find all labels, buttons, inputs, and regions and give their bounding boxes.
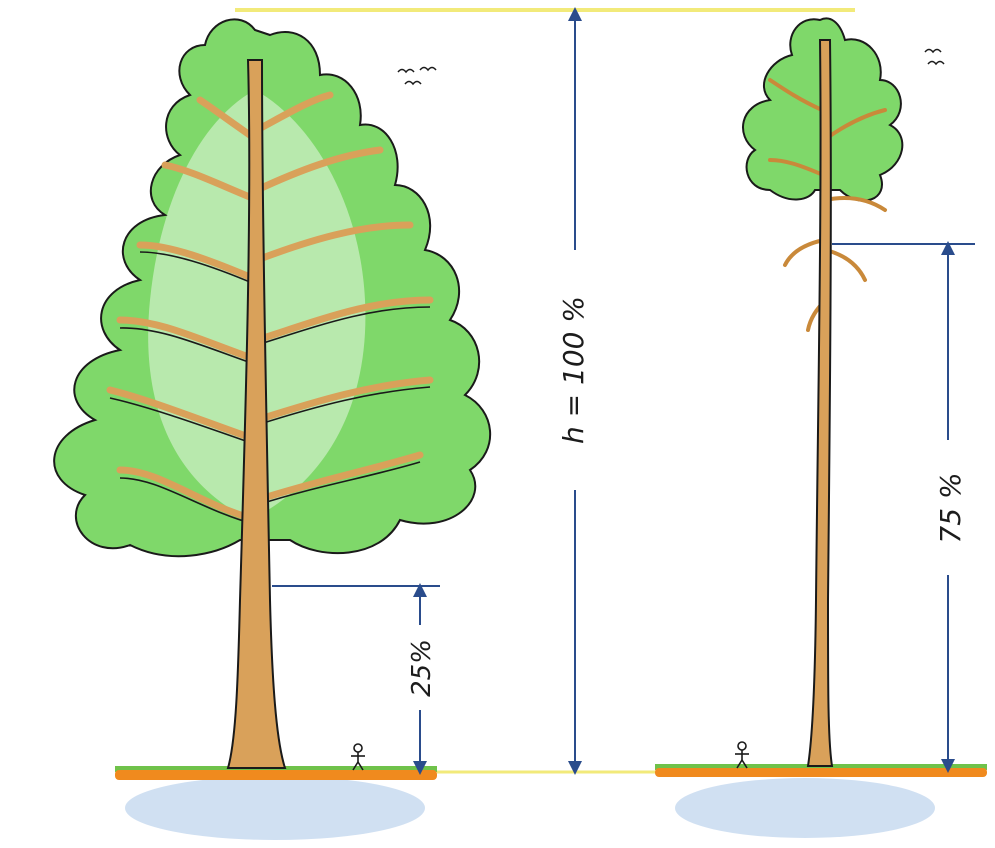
birds-icon (925, 50, 944, 65)
total-height-label: h = 100 % (557, 296, 590, 444)
broadleaf-bole-label: 25% (407, 639, 437, 697)
conifer-bole-label: 75 % (934, 472, 967, 543)
water-reflection-left (125, 776, 425, 840)
water-reflection-right (675, 778, 935, 838)
birds-icon (398, 68, 436, 85)
conifer-tree (743, 18, 902, 766)
